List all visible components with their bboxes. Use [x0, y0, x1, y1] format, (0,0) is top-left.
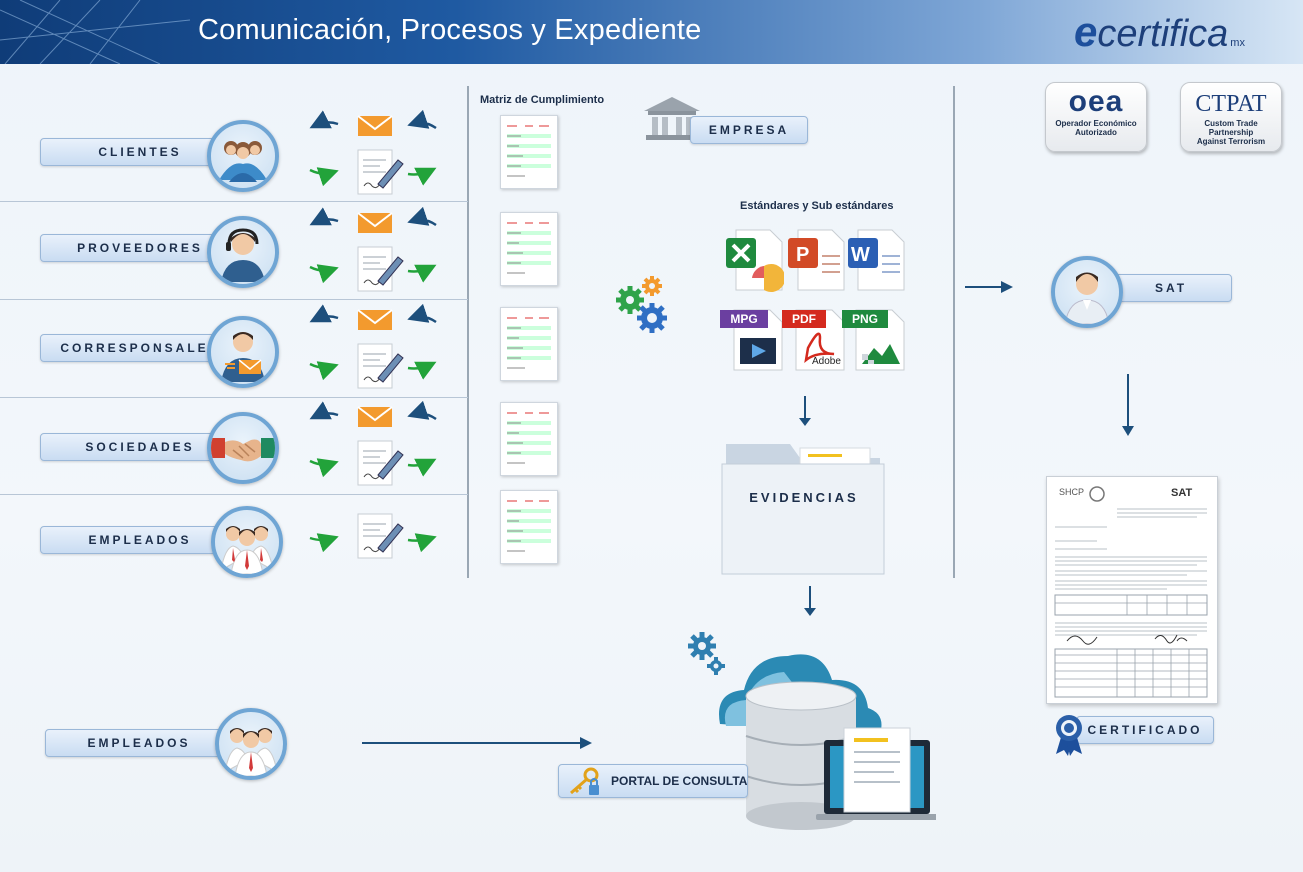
- empleados-flow: [309, 513, 437, 559]
- matrix-document: [500, 490, 558, 564]
- proveedores-flow: [309, 206, 437, 292]
- mpg-tag: MPG: [720, 310, 768, 328]
- standards-title: Estándares y Sub estándares: [740, 200, 894, 212]
- proveedores-label: PROVEEDORES: [40, 234, 240, 262]
- sat-logo: SAT: [1171, 487, 1193, 499]
- png-tag: PNG: [842, 310, 888, 328]
- pdf-tag: PDF: [782, 310, 826, 328]
- gears-icon: [616, 276, 667, 333]
- png-file-icon: PNG: [842, 308, 906, 372]
- adobe-label: Adobe: [812, 356, 841, 367]
- arrow-right-icon: [362, 737, 592, 749]
- matrix-document: [500, 115, 558, 189]
- evidencias-folder-icon: [721, 444, 885, 575]
- shcp-logo: SHCP: [1059, 487, 1085, 497]
- header-banner: Comunicación, Procesos y Expediente ecer…: [0, 0, 1303, 64]
- oea-line2: Autorizado: [1075, 128, 1117, 137]
- row-divider: [0, 201, 468, 202]
- sociedades-flow: [309, 400, 437, 486]
- mpg-file-icon: MPG: [720, 308, 784, 372]
- ctpat-badge: CTPAT Custom Trade Partnership Against T…: [1180, 82, 1282, 152]
- header-network-graphic: [0, 0, 191, 64]
- certificate-document: SHCP SAT: [1046, 476, 1218, 704]
- clientes-group-icon: [207, 120, 279, 192]
- proveedores-support-icon: [207, 216, 279, 288]
- actor-communication-flows: [309, 109, 437, 559]
- ctpat-logo: CTPAT: [1195, 91, 1267, 117]
- svg-text:W: W: [851, 244, 870, 266]
- ctpat-line2: Against Terrorism: [1196, 137, 1266, 146]
- sat-label: SAT: [1110, 274, 1232, 302]
- sociedades-handshake-icon: [207, 412, 279, 484]
- evidencias-label: EVIDENCIAS: [749, 490, 859, 505]
- arrow-right-icon: [965, 281, 1013, 293]
- bottom-empleados-label: EMPLEADOS: [45, 729, 233, 757]
- laptop: [816, 727, 936, 820]
- matrix-title: Matriz de Cumplimiento: [480, 94, 605, 106]
- arrow-down-icon: [799, 396, 811, 426]
- oea-badge: oea Operador Económico Autorizado: [1045, 82, 1147, 152]
- clientes-flow: [309, 109, 437, 195]
- row-divider: [0, 397, 468, 398]
- sat-official-icon: [1051, 256, 1123, 328]
- corresponsales-flow: [309, 303, 437, 389]
- matrix-document: [500, 402, 558, 476]
- seal-icon: [1089, 486, 1105, 502]
- row-divider: [0, 494, 468, 495]
- powerpoint-file-icon: P: [788, 229, 845, 291]
- cloud-database-icon: [688, 632, 936, 830]
- word-file-icon: W: [848, 229, 905, 291]
- award-ribbon-icon: [1056, 715, 1082, 756]
- empresa-label: EMPRESA: [690, 116, 808, 144]
- portal-de-consulta-button[interactable]: PORTAL DE CONSULTA: [558, 764, 748, 798]
- arrow-down-icon: [804, 586, 816, 616]
- clientes-label: CLIENTES: [40, 138, 240, 166]
- pdf-file-icon: PDF Adobe: [782, 308, 846, 372]
- excel-file-icon: [726, 229, 784, 292]
- svg-text:P: P: [796, 244, 809, 266]
- corresponsales-label: CORRESPONSALES: [40, 334, 240, 362]
- empleados-group-icon: [211, 506, 283, 578]
- empleados-label: EMPLEADOS: [40, 526, 240, 554]
- oea-logo: oea: [1068, 85, 1124, 118]
- arrow-down-icon: [1122, 374, 1134, 436]
- certificado-label: CERTIFICADO: [1076, 716, 1214, 744]
- matrix-document: [500, 212, 558, 286]
- right-section-divider: [953, 86, 955, 578]
- corresponsales-mail-icon: [207, 316, 279, 388]
- portal-label: PORTAL DE CONSULTA: [611, 774, 748, 788]
- page-title: Comunicación, Procesos y Expediente: [198, 14, 702, 46]
- key-lock-icon: [570, 767, 599, 795]
- row-divider: [0, 299, 468, 300]
- matrix-document: [500, 307, 558, 381]
- bottom-empleados-group-icon: [215, 708, 287, 780]
- building-icon: [644, 97, 700, 140]
- left-section-divider: [467, 86, 469, 578]
- oea-line1: Operador Económico: [1055, 119, 1137, 128]
- ctpat-line1: Custom Trade Partnership: [1204, 119, 1258, 137]
